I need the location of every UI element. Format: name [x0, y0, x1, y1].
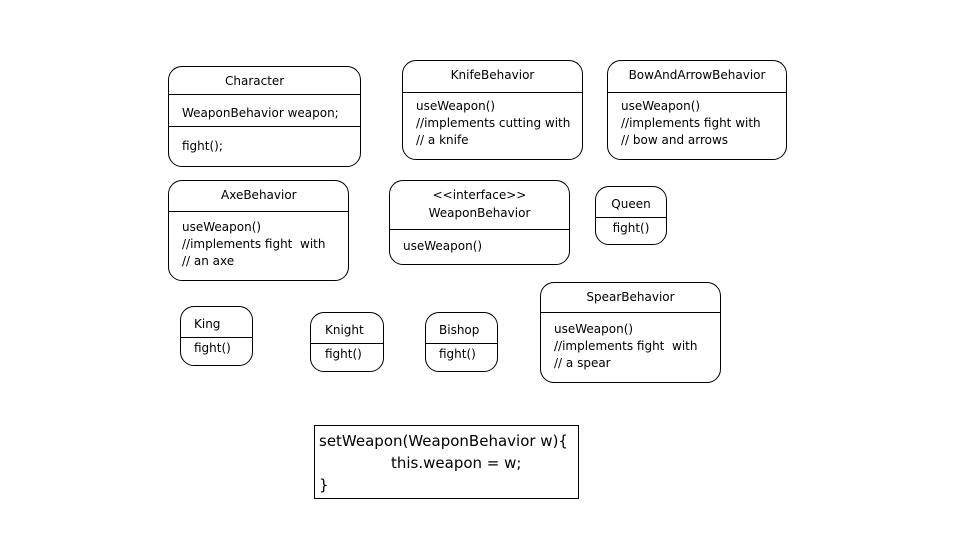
interface-method: useWeapon() [403, 239, 483, 253]
queen-divider [596, 217, 666, 218]
spear-behavior-comment-1: //implements fight with [554, 339, 698, 353]
axe-behavior-divider [169, 211, 348, 212]
knight-class-name: Knight [325, 323, 364, 337]
spear-behavior-divider [541, 312, 720, 313]
weapon-behavior-interface-box: <<interface>> WeaponBehavior useWeapon() [389, 180, 570, 265]
character-divider-2 [169, 126, 360, 127]
character-field: WeaponBehavior weapon; [182, 106, 339, 120]
bishop-class-box: Bishop fight() [425, 312, 498, 372]
knight-class-box: Knight fight() [310, 312, 384, 372]
king-class-box: King fight() [180, 306, 253, 366]
axe-behavior-comment-1: //implements fight with [182, 237, 326, 251]
axe-behavior-class-name: AxeBehavior [221, 188, 297, 202]
character-method: fight(); [182, 139, 223, 153]
bow-and-arrow-behavior-method: useWeapon() [621, 99, 701, 113]
spear-behavior-class-name: SpearBehavior [586, 290, 675, 304]
code-line-2: this.weapon = w; [391, 454, 522, 472]
queen-class-box: Queen fight() [595, 186, 667, 245]
bow-and-arrow-behavior-class-name: BowAndArrowBehavior [628, 68, 766, 82]
interface-stereotype: <<interface>> [432, 188, 527, 202]
bishop-method: fight() [439, 347, 476, 361]
axe-behavior-comment-2: // an axe [182, 254, 235, 268]
axe-behavior-method: useWeapon() [182, 220, 262, 234]
queen-method: fight() [612, 221, 650, 235]
bow-and-arrow-behavior-comment-1: //implements fight with [621, 116, 761, 130]
axe-behavior-class-box: AxeBehavior useWeapon() //implements fig… [168, 180, 349, 281]
interface-name: WeaponBehavior [428, 206, 531, 220]
king-divider [181, 337, 252, 338]
knight-method: fight() [325, 347, 362, 361]
bow-and-arrow-behavior-class-box: BowAndArrowBehavior useWeapon() //implem… [607, 60, 787, 160]
character-divider-1 [169, 94, 360, 95]
code-line-1: setWeapon(WeaponBehavior w){ [319, 432, 568, 450]
code-line-3: } [319, 476, 329, 494]
spear-behavior-class-box: SpearBehavior useWeapon() //implements f… [540, 282, 721, 383]
king-class-name: King [194, 317, 221, 331]
character-class-box: Character WeaponBehavior weapon; fight()… [168, 66, 361, 167]
knife-behavior-comment-1: //implements cutting with [416, 116, 571, 130]
spear-behavior-comment-2: // a spear [554, 356, 611, 370]
queen-class-name: Queen [611, 197, 651, 211]
knife-behavior-divider [403, 92, 582, 93]
king-method: fight() [194, 341, 231, 355]
bishop-divider [426, 343, 497, 344]
knight-divider [311, 343, 383, 344]
set-weapon-code-note: setWeapon(WeaponBehavior w){ this.weapon… [314, 425, 579, 499]
knife-behavior-comment-2: // a knife [416, 133, 469, 147]
knife-behavior-method: useWeapon() [416, 99, 496, 113]
bow-and-arrow-behavior-comment-2: // bow and arrows [621, 133, 729, 147]
bishop-class-name: Bishop [439, 323, 480, 337]
knife-behavior-class-box: KnifeBehavior useWeapon() //implements c… [402, 60, 583, 160]
character-class-name: Character [225, 74, 285, 88]
interface-divider [390, 229, 569, 230]
knife-behavior-class-name: KnifeBehavior [450, 68, 535, 82]
bow-and-arrow-behavior-divider [608, 92, 786, 93]
spear-behavior-method: useWeapon() [554, 322, 634, 336]
